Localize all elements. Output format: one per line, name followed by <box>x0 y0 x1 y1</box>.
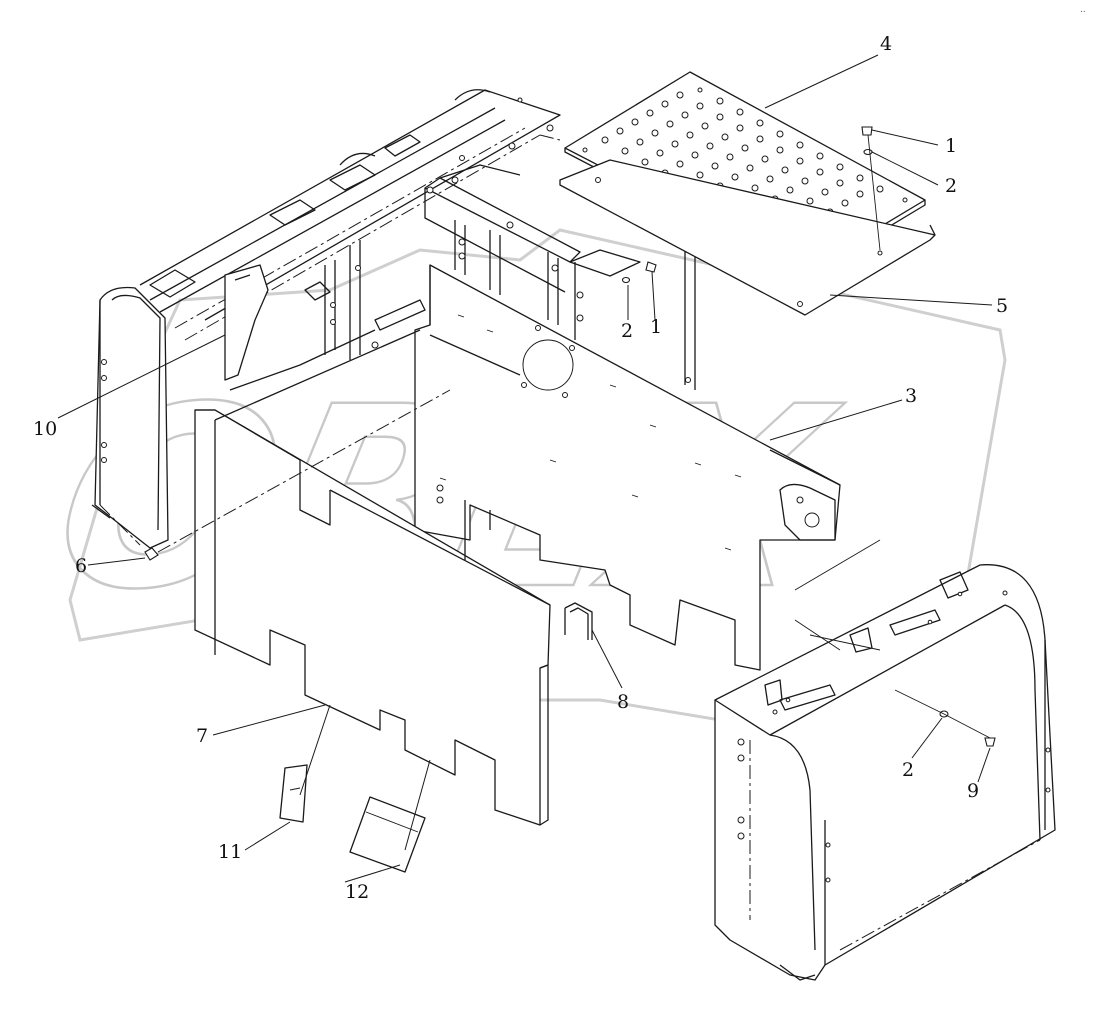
callout-1-top: 1 <box>945 135 957 157</box>
strip-10 <box>224 264 269 381</box>
clip-8 <box>564 602 593 640</box>
callout-12: 12 <box>345 881 369 903</box>
right-side-panel <box>714 539 1056 981</box>
callout-6: 6 <box>75 555 87 577</box>
top-frame-rails <box>99 89 561 546</box>
screw-6 <box>144 389 451 561</box>
front-panel-3 <box>414 264 841 671</box>
callout-8: 8 <box>617 691 629 713</box>
bottom-hardware <box>894 689 996 747</box>
plate-5 <box>559 159 936 316</box>
inner-panel <box>214 329 521 560</box>
callout-9: 9 <box>967 780 979 802</box>
callout-1-mid: 1 <box>650 316 662 338</box>
pad-11 <box>279 764 308 823</box>
callout-4: 4 <box>880 33 892 55</box>
callout-3: 3 <box>905 385 917 407</box>
callout-2-low: 2 <box>902 759 914 781</box>
rear-frame <box>304 164 696 390</box>
callout-5: 5 <box>996 295 1008 317</box>
callout-11: 11 <box>218 841 242 863</box>
pad-12 <box>349 796 426 873</box>
callout-7: 7 <box>196 725 208 747</box>
left-side-panel <box>91 286 169 549</box>
top-hardware <box>621 126 883 284</box>
leader-lines <box>57 54 993 883</box>
callout-2-top: 2 <box>945 175 957 197</box>
corner-mark: .. <box>1080 5 1086 15</box>
callout-10: 10 <box>33 418 57 440</box>
side-panel-7 <box>194 409 551 826</box>
callout-2-mid: 2 <box>621 320 633 342</box>
callout-labels: 1 2 4 5 2 1 3 10 6 8 7 2 9 11 12 <box>33 33 1008 903</box>
